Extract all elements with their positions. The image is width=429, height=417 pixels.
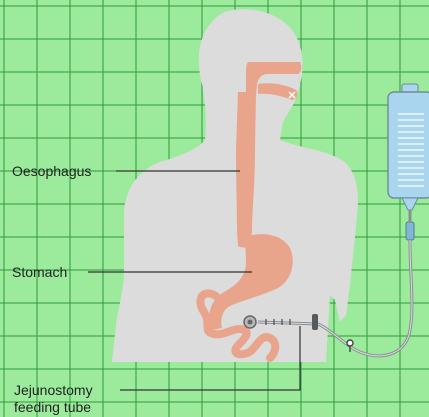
jejunostomy-label: Jejunostomy feeding tube: [14, 382, 93, 416]
tube-clamp: [312, 314, 318, 330]
jejunostomy-port-center: [248, 320, 253, 325]
jejunostomy-label-line1: Jejunostomy: [14, 382, 93, 399]
jejunostomy-label-line2: feeding tube: [14, 399, 93, 416]
bag-body: [388, 92, 429, 198]
drip-chamber: [406, 222, 414, 240]
oesophagus-label: Oesophagus: [12, 163, 91, 179]
stomach-label: Stomach: [12, 264, 67, 280]
